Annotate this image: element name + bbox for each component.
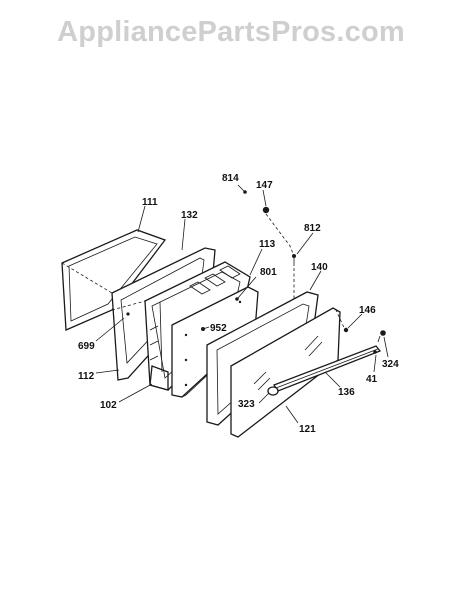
leader-lines xyxy=(95,189,389,424)
callout-labels: 111 132 113 801 814 147 812 140 146 324 … xyxy=(78,173,399,435)
assembly-dashed-lines xyxy=(61,213,347,333)
callout-324: 324 xyxy=(382,359,399,370)
callout-41: 41 xyxy=(366,374,378,385)
callout-140: 140 xyxy=(311,262,328,273)
callout-801: 801 xyxy=(260,267,277,278)
callout-952: 952 xyxy=(210,323,227,334)
callout-111: 111 xyxy=(142,197,158,208)
callout-136: 136 xyxy=(338,387,355,398)
callout-132: 132 xyxy=(181,210,198,221)
part-41-screw xyxy=(373,350,377,354)
callout-102: 102 xyxy=(100,400,117,411)
part-814-screw xyxy=(237,184,247,194)
part-146-bracket xyxy=(343,327,349,333)
callout-113: 113 xyxy=(259,239,276,250)
part-699-clip xyxy=(126,312,130,316)
part-147-clip xyxy=(262,206,270,214)
callout-112: 112 xyxy=(78,371,95,382)
part-111-door-gasket xyxy=(61,229,167,331)
part-324-screw xyxy=(377,330,386,343)
callout-323: 323 xyxy=(238,399,255,410)
callout-812: 812 xyxy=(304,223,321,234)
callout-814: 814 xyxy=(222,173,239,184)
part-323-handle-end-cap xyxy=(267,386,279,396)
callout-699: 699 xyxy=(78,341,95,352)
callout-147: 147 xyxy=(256,180,273,191)
callout-146: 146 xyxy=(359,305,376,316)
part-801-screw xyxy=(235,297,239,301)
callout-121: 121 xyxy=(299,424,316,435)
watermark: AppliancePartsPros.com xyxy=(57,16,405,48)
